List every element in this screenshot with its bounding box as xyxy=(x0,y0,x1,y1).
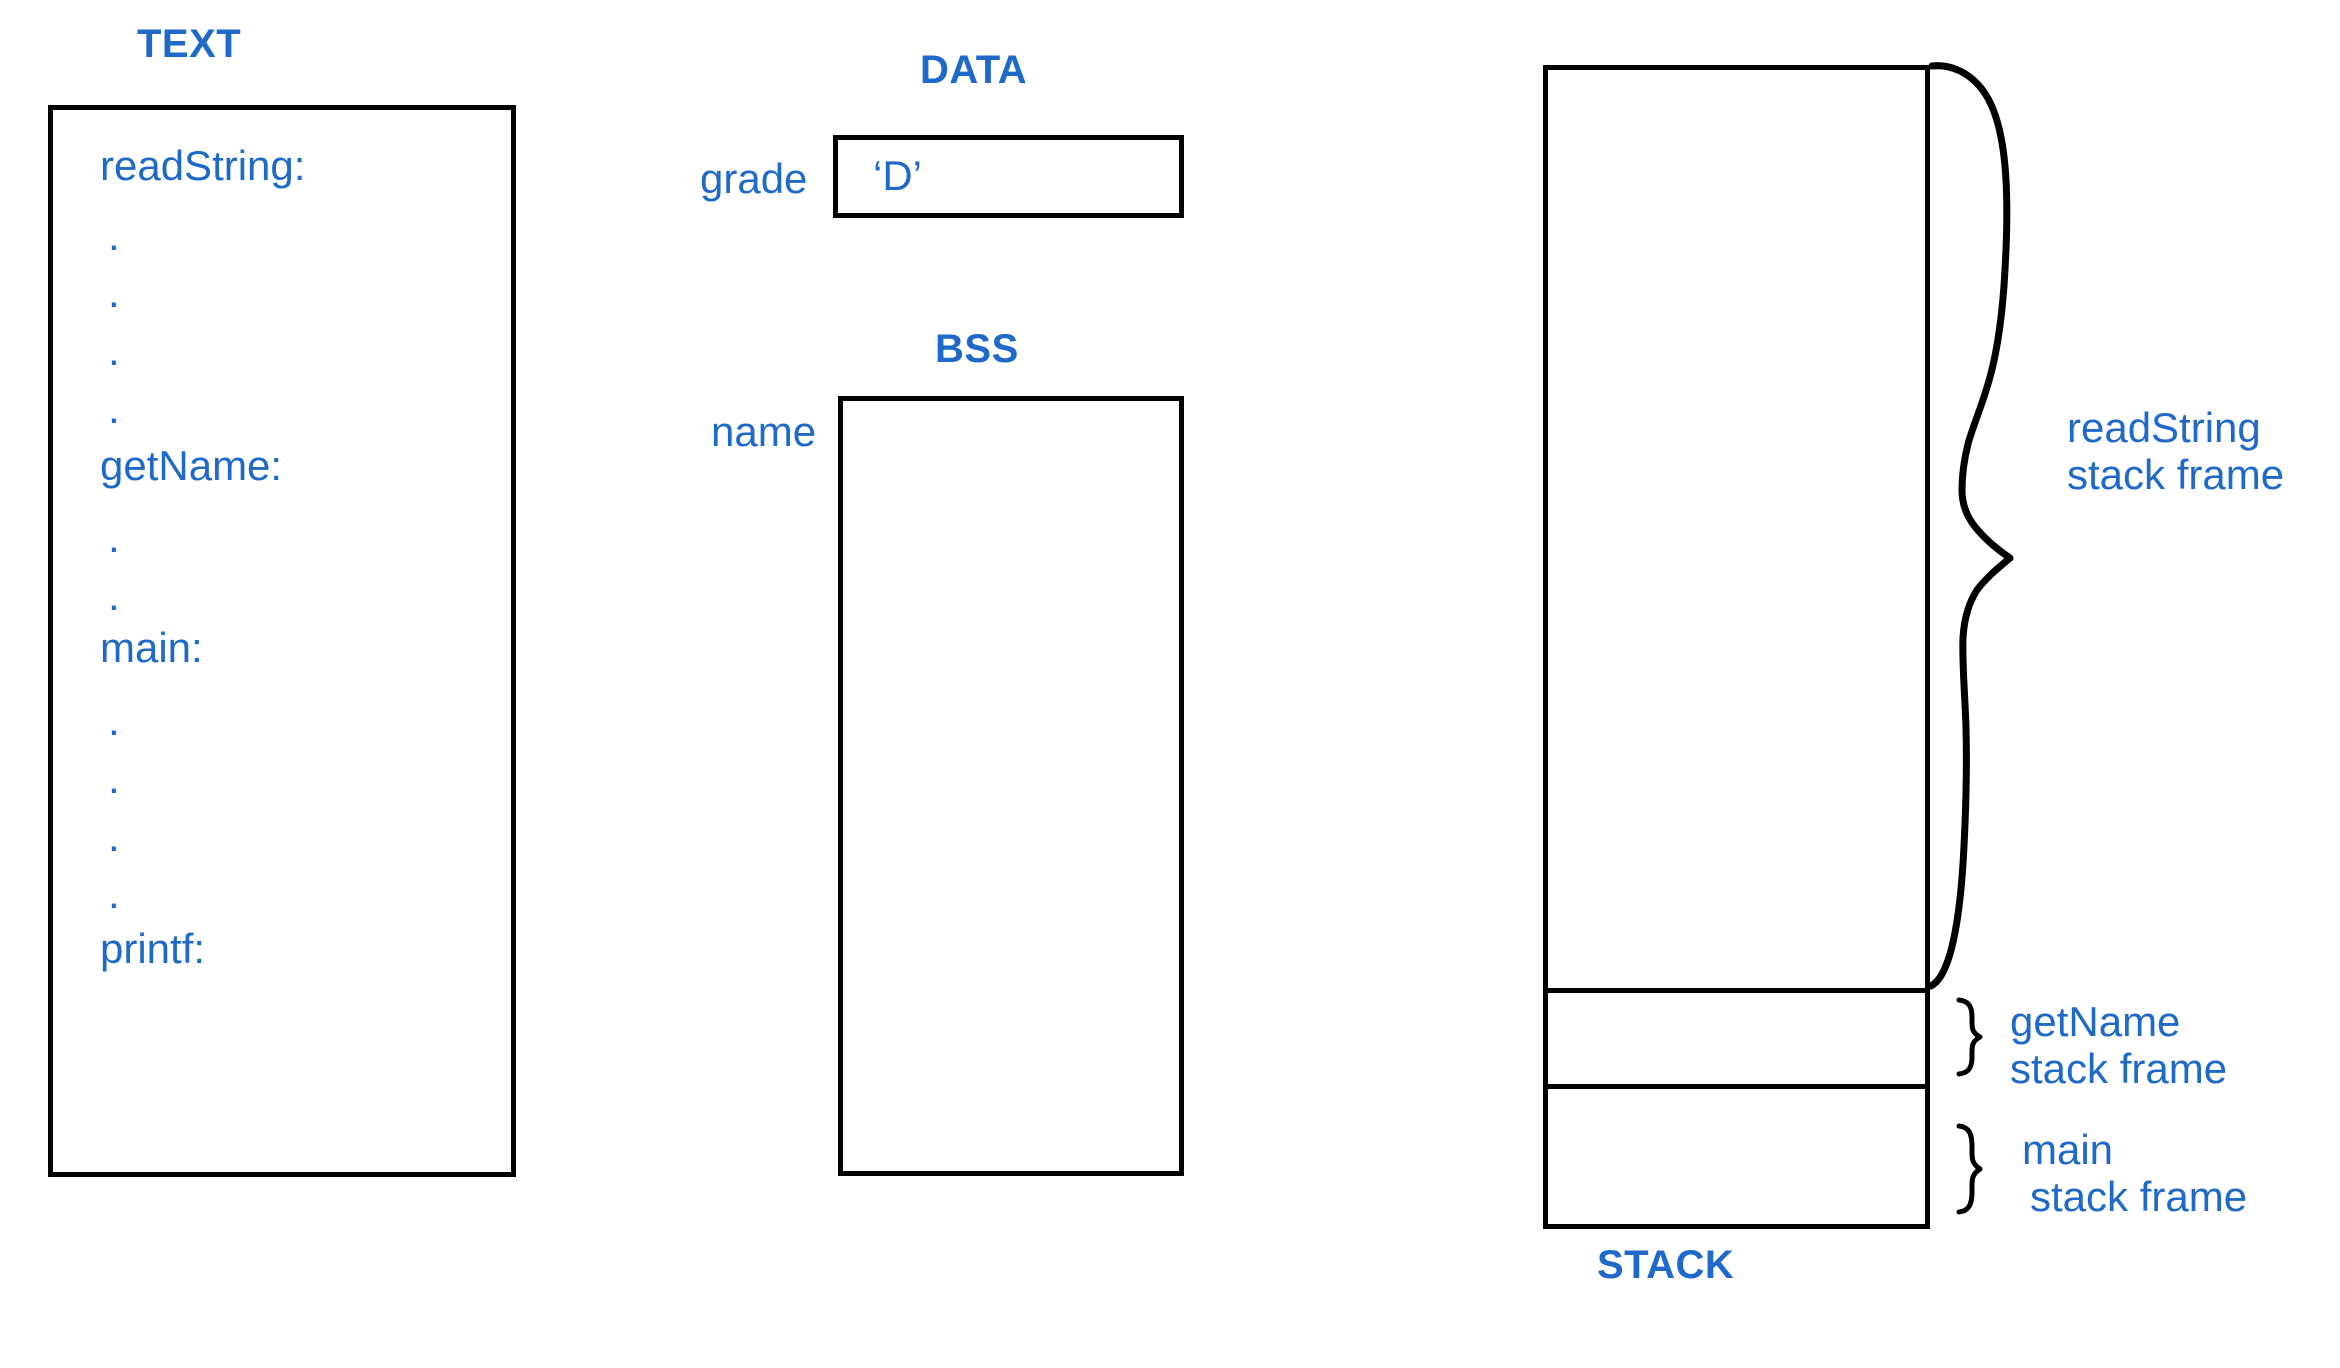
data-variable-name: grade xyxy=(700,155,808,202)
bss-variable-name: name xyxy=(711,408,817,455)
text-line-main: main: xyxy=(100,624,203,671)
text-line-dot-5: . xyxy=(108,514,120,561)
readstring-frame-label: readString stack frame xyxy=(2067,404,2284,498)
text-segment-box xyxy=(48,105,516,1177)
main-brace-icon xyxy=(1956,1123,1983,1215)
text-line-dot-9: . xyxy=(108,813,120,860)
stack-divider-getname-top xyxy=(1543,988,1930,993)
text-line-printf: printf: xyxy=(100,925,206,972)
readstring-frame-suffix: stack frame xyxy=(2067,451,2285,499)
getname-brace-icon xyxy=(1956,997,1983,1077)
data-grade-value: ‘D’ xyxy=(873,152,922,199)
text-line-readstring: readString: xyxy=(100,142,306,189)
getname-frame-label: getName stack frame xyxy=(2010,998,2227,1092)
bss-segment-title: BSS xyxy=(935,327,1019,371)
main-frame-name: main xyxy=(2022,1126,2114,1173)
text-line-dot-4: . xyxy=(108,385,120,432)
data-grade-cell: ‘D’ xyxy=(833,135,1184,218)
text-line-dot-3: . xyxy=(108,327,120,374)
stack-divider-main-top xyxy=(1543,1084,1930,1089)
getname-frame-suffix: stack frame xyxy=(2010,1045,2228,1093)
stack-segment-title: STACK xyxy=(1597,1243,1735,1287)
readstring-frame-name: readString xyxy=(2067,404,2261,451)
stack-box xyxy=(1543,65,1930,1229)
data-segment-title: DATA xyxy=(920,48,1028,92)
getname-frame-name: getName xyxy=(2010,998,2181,1045)
main-frame-label: main stack frame xyxy=(2022,1126,2247,1220)
text-line-getname: getName: xyxy=(100,442,283,489)
readstring-brace-icon xyxy=(1927,62,2014,990)
text-line-dot-8: . xyxy=(108,755,120,802)
text-line-dot-6: . xyxy=(108,572,120,619)
text-line-dot-2: . xyxy=(108,269,120,316)
main-frame-suffix: stack frame xyxy=(2030,1173,2248,1221)
bss-name-box xyxy=(838,396,1184,1176)
text-line-dot-1: . xyxy=(108,212,120,259)
text-line-dot-10: . xyxy=(108,870,120,917)
text-segment-title: TEXT xyxy=(137,22,242,66)
text-line-dot-7: . xyxy=(108,697,120,744)
